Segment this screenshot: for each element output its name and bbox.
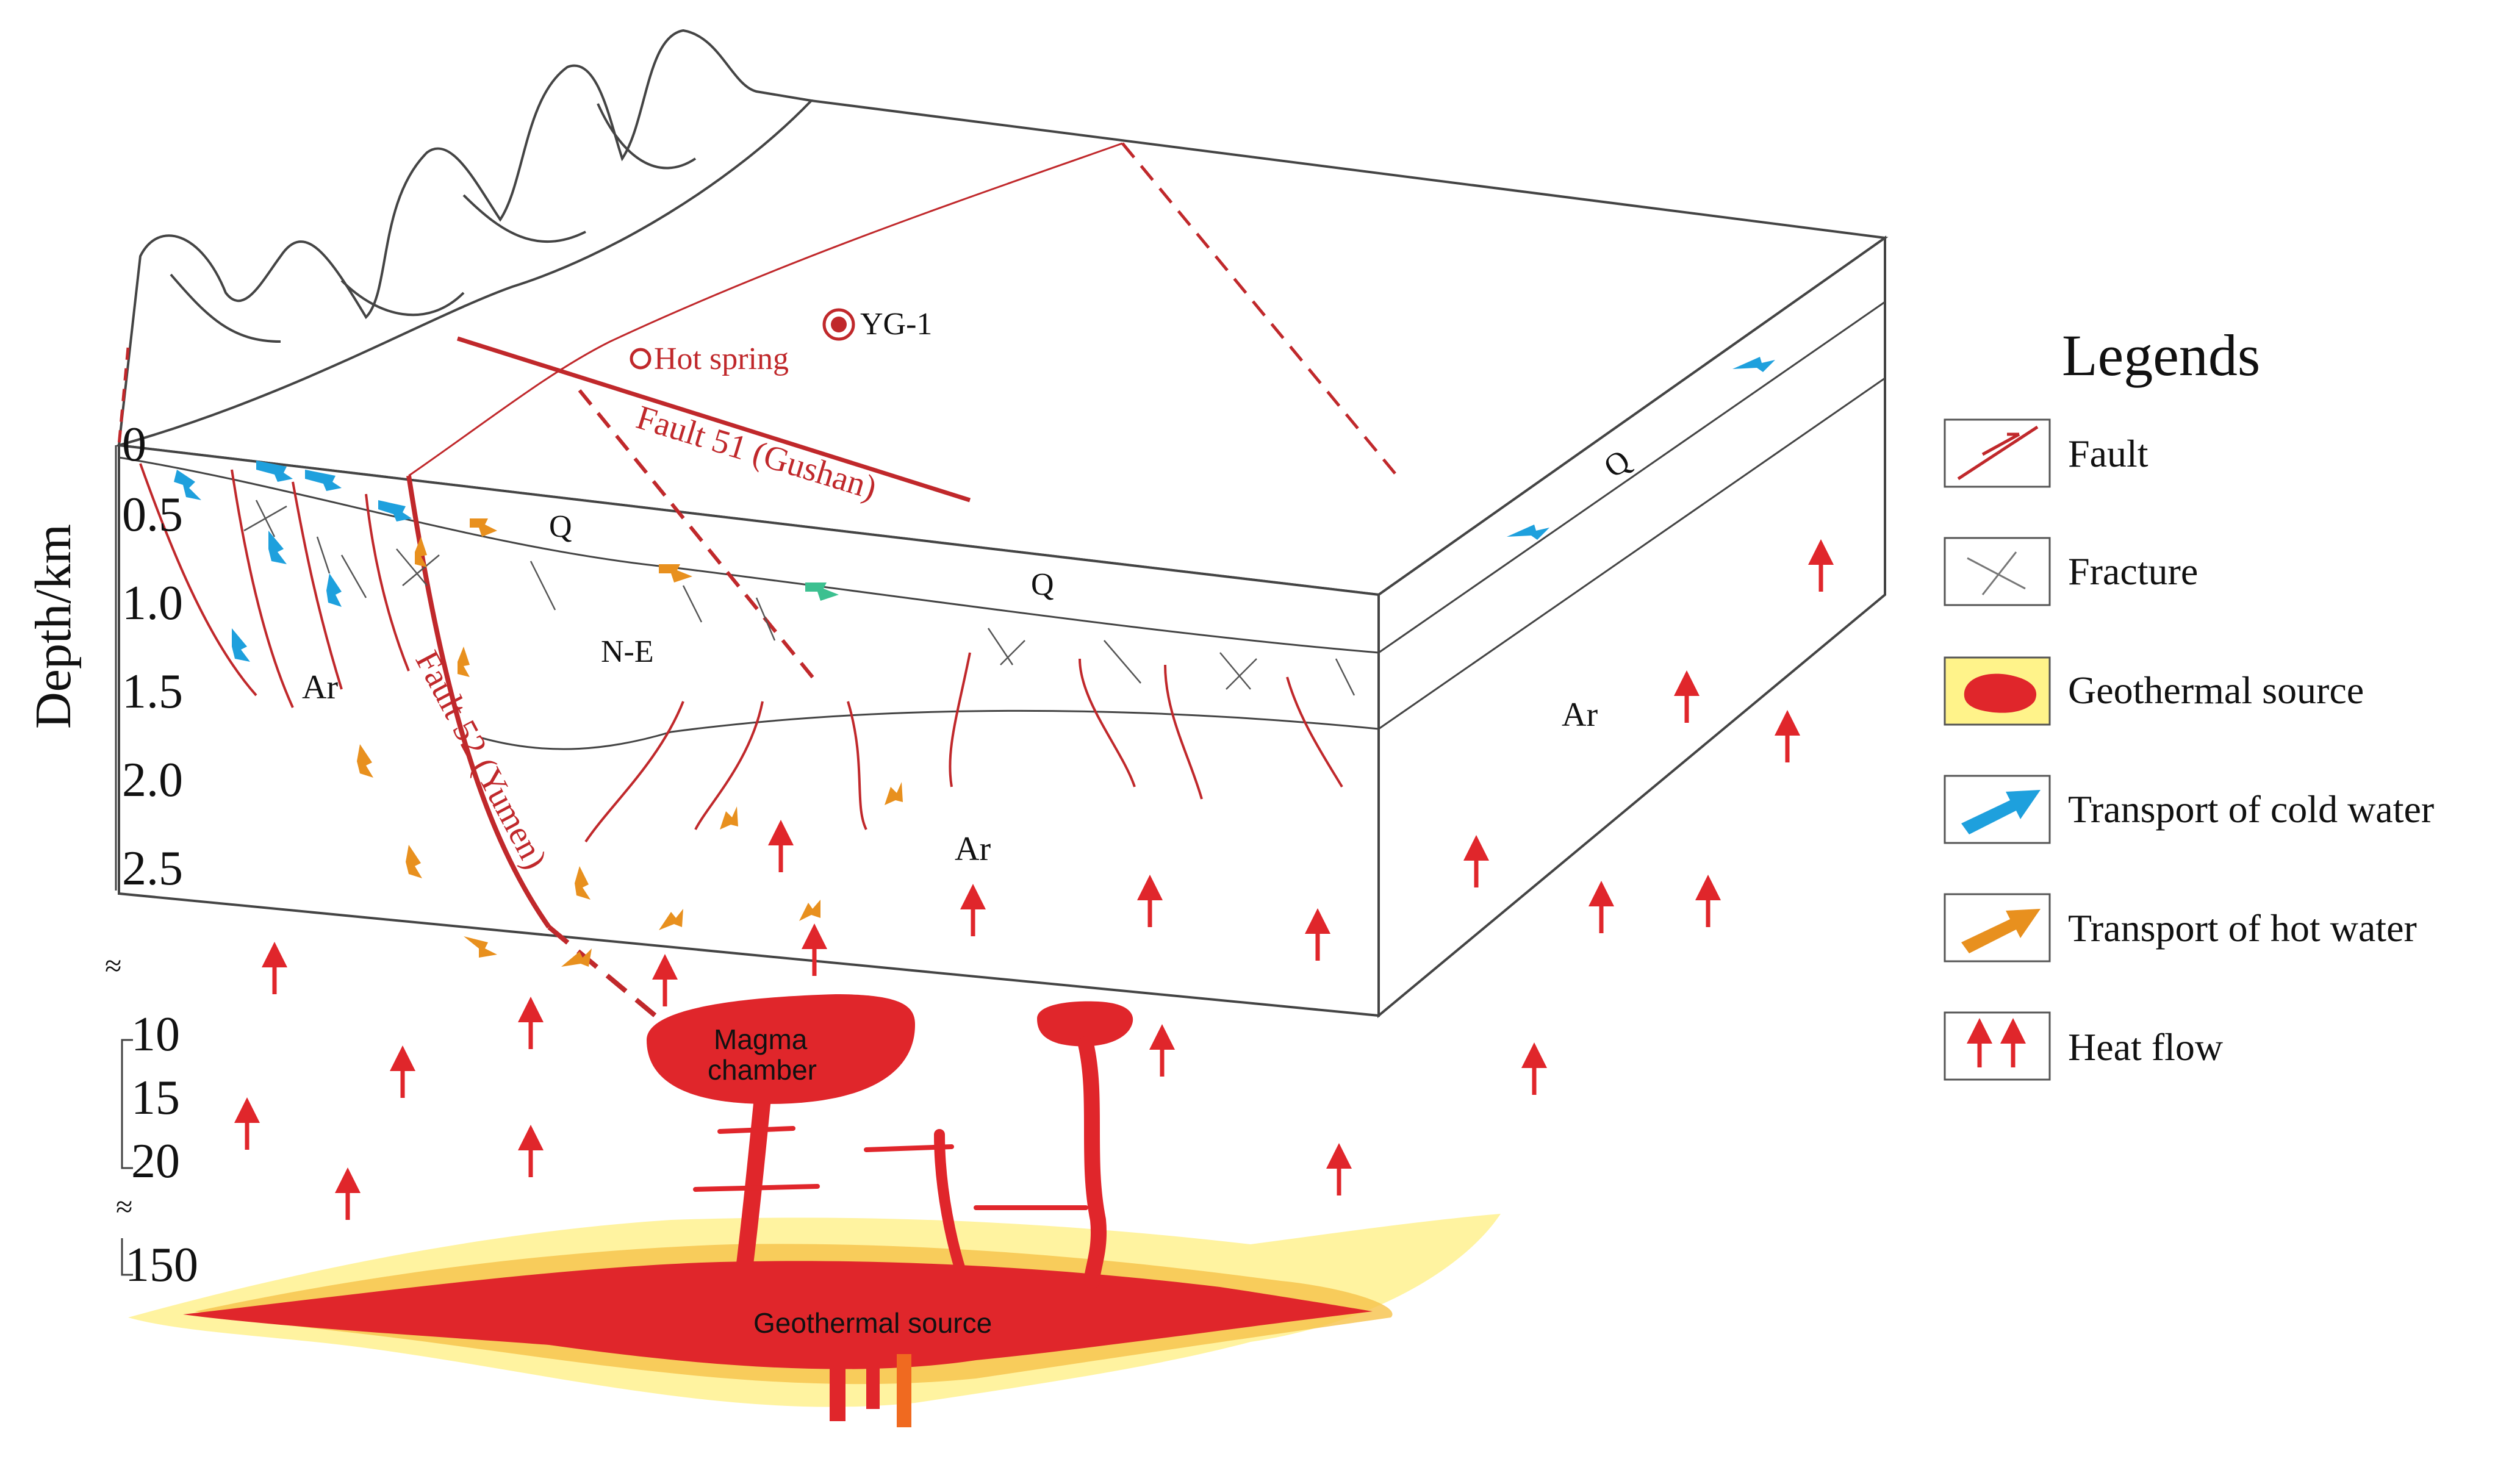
fault-52-deep bbox=[547, 925, 661, 1021]
legend-item-hot-water: Transport of hot water bbox=[1944, 893, 2417, 962]
fault-51-trace bbox=[456, 336, 971, 503]
tick-0-5: 0.5 bbox=[122, 488, 183, 542]
subsurface-faults bbox=[139, 389, 1343, 1021]
cold-water-arrows bbox=[174, 357, 1775, 662]
dashed-fault-left bbox=[117, 347, 130, 446]
magma-chamber-label-1: Magma bbox=[714, 1023, 808, 1055]
deep-heat-source bbox=[128, 994, 1501, 1427]
hot-water-arrow-icon bbox=[1961, 909, 2041, 953]
legend-item-geothermal-source: Geothermal source bbox=[1944, 656, 2364, 726]
mountain-range bbox=[117, 29, 814, 447]
geothermal-source-core bbox=[183, 1261, 1373, 1369]
legend-title: Legends bbox=[2062, 323, 2260, 388]
fault-52-plane bbox=[406, 475, 551, 929]
heat-flow-arrows bbox=[234, 539, 1834, 1220]
tick-10: 10 bbox=[131, 1008, 180, 1061]
tick-1-5: 1.5 bbox=[122, 665, 183, 719]
stratum-ne: N-E bbox=[601, 634, 654, 669]
well-label: YG-1 bbox=[860, 307, 932, 342]
geothermal-source-label: Geothermal source bbox=[753, 1307, 992, 1339]
legend-label-heat-flow: Heat flow bbox=[2068, 1025, 2223, 1069]
stratum-ar-right: Ar bbox=[1562, 696, 1598, 734]
tick-1-0: 1.0 bbox=[122, 576, 183, 630]
dashed-fault-top bbox=[1121, 142, 1398, 477]
q-base-right bbox=[1378, 301, 1886, 654]
fault-icon bbox=[1957, 425, 2039, 481]
legend-label-fault: Fault bbox=[2068, 432, 2149, 475]
magma-chamber-left bbox=[647, 994, 915, 1104]
legend-label-hot-water: Transport of hot water bbox=[2068, 906, 2417, 950]
ne-base-right bbox=[1378, 377, 1886, 730]
legend-item-fracture: Fracture bbox=[1944, 537, 2198, 606]
mixed-water-arrow bbox=[805, 582, 839, 601]
tick-15: 15 bbox=[131, 1071, 180, 1125]
well-yg1-marker bbox=[822, 308, 855, 341]
stratum-q-front-right: Q bbox=[1031, 567, 1054, 602]
fault-52-trace bbox=[408, 142, 1123, 477]
ne-base-front bbox=[481, 709, 1379, 750]
depth-axis-title: Depth/km bbox=[25, 524, 82, 729]
magma-chamber-label-2: chamber bbox=[708, 1054, 817, 1086]
depth-axis: Depth/km 0 0.5 1.0 1.5 2.0 2.5 ≈ 10 15 2… bbox=[25, 418, 198, 1292]
axis-break-1: ≈ bbox=[105, 948, 121, 983]
magma-chamber-right bbox=[1037, 1001, 1133, 1047]
hot-water-arrows bbox=[357, 518, 903, 967]
fault-51-plane bbox=[578, 389, 819, 684]
cold-water-arrow-icon bbox=[1961, 790, 2041, 834]
fracture-icon bbox=[1967, 551, 2026, 595]
legend-label-geothermal-source: Geothermal source bbox=[2068, 669, 2364, 712]
tick-0: 0 bbox=[122, 418, 146, 471]
tick-150: 150 bbox=[125, 1238, 198, 1292]
tick-2-0: 2.0 bbox=[122, 753, 183, 807]
q-base-front bbox=[118, 456, 1379, 654]
hot-spring-marker bbox=[630, 348, 652, 370]
stratum-ar-left: Ar bbox=[302, 669, 338, 706]
stratum-q-front-left: Q bbox=[549, 509, 572, 544]
legend-item-cold-water: Transport of cold water bbox=[1944, 775, 2434, 844]
legend-label-cold-water: Transport of cold water bbox=[2068, 787, 2434, 831]
legend-item-fault: Fault bbox=[1944, 418, 2149, 488]
hot-spring-label: Hot spring bbox=[654, 342, 789, 376]
tick-20: 20 bbox=[131, 1135, 180, 1188]
fractures bbox=[243, 500, 1355, 696]
block-diagram bbox=[115, 99, 1889, 1019]
right-face bbox=[1377, 235, 1886, 1019]
legend: Legends Fault Fracture Geothermal source bbox=[1944, 323, 2434, 1081]
magma-conduits bbox=[693, 1036, 1107, 1289]
tick-2-5: 2.5 bbox=[122, 842, 183, 895]
heat-flow-icon bbox=[1967, 1018, 2026, 1067]
legend-item-heat-flow: Heat flow bbox=[1944, 1011, 2223, 1081]
surface-faults bbox=[117, 142, 1398, 503]
axis-break-2: ≈ bbox=[116, 1189, 132, 1224]
legend-label-fracture: Fracture bbox=[2068, 550, 2198, 593]
stratum-ar-center: Ar bbox=[955, 830, 991, 868]
geothermal-source-icon bbox=[1964, 673, 2037, 713]
